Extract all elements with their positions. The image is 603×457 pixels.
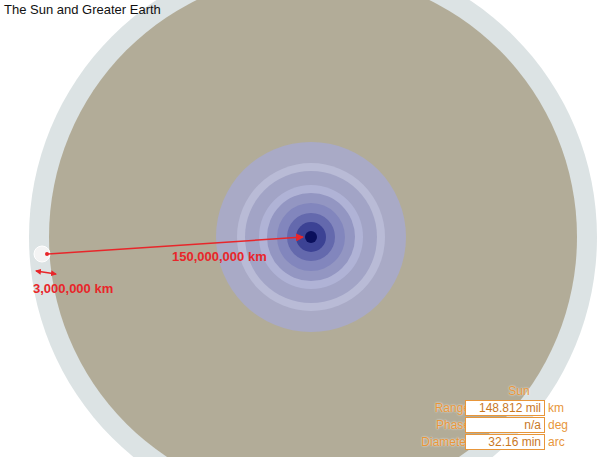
outer-ring (29, 0, 597, 457)
sun-dot (305, 231, 317, 243)
size-dimension (36, 271, 56, 274)
sun-halo (216, 142, 406, 332)
unit-label: arc (548, 435, 565, 449)
unit-label: km (548, 401, 564, 415)
distance-label: 150,000,000 km (172, 249, 267, 264)
unit-label: deg (548, 418, 568, 432)
diagram-title: The Sun and Greater Earth (4, 2, 161, 17)
row-label: Range (400, 401, 470, 415)
panel-heading: Sun (490, 384, 548, 398)
row-label: Diameter (400, 435, 470, 449)
row-label: Phase (400, 418, 470, 432)
greater-earth-disk (49, 0, 577, 457)
earth-dot (34, 246, 50, 262)
size-label: 3,000,000 km (33, 281, 113, 296)
value-cell: n/a (465, 417, 545, 433)
value-cell: 32.16 min (465, 434, 545, 450)
value-cell: 148.812 mil (465, 400, 545, 416)
